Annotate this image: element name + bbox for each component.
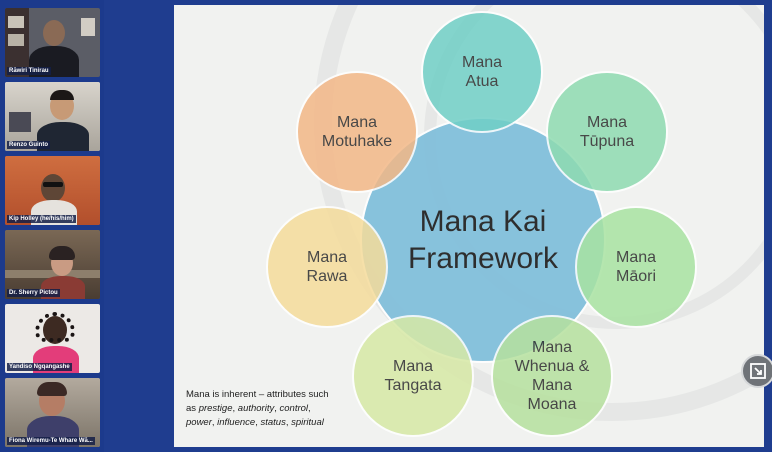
participant-name: Yandiso Ngqangashe xyxy=(7,363,72,371)
circle-mana-motuhake: Mana Motuhake xyxy=(296,71,418,193)
participant-gallery: Rāwiri Tinirau Renzo Guinto Kip Holley (… xyxy=(0,0,104,452)
participant-video xyxy=(41,174,65,202)
exit-fullscreen-icon xyxy=(750,363,766,379)
participant-name: Rāwiri Tinirau xyxy=(7,67,51,75)
participant-tile[interactable]: Renzo Guinto xyxy=(5,82,100,151)
center-circle-label: Mana Kai Framework xyxy=(407,205,558,275)
slide-footnote: Mana is inherent – attributes such as pr… xyxy=(186,389,329,428)
participant-video xyxy=(43,20,65,46)
circle-mana-whenua-moana: Mana Whenua & Mana Moana xyxy=(491,315,613,437)
shared-slide: Mana Kai Framework Mana Atua Mana Tūpuna… xyxy=(174,5,764,447)
participant-tile[interactable]: Dr. Sherry Pictou xyxy=(5,230,100,299)
participant-tile[interactable]: Fiona Wiremu-Te Whare Wā... xyxy=(5,378,100,447)
exit-fullscreen-button[interactable] xyxy=(741,354,772,388)
participant-tile[interactable]: Rāwiri Tinirau xyxy=(5,8,100,77)
circle-mana-tupuna: Mana Tūpuna xyxy=(546,71,668,193)
circle-mana-tangata: Mana Tangata xyxy=(352,315,474,437)
circle-mana-maori: Mana Māori xyxy=(575,206,697,328)
participant-name: Kip Holley (he/his/him) xyxy=(7,215,76,223)
circle-mana-atua: Mana Atua xyxy=(421,11,543,133)
participant-name: Fiona Wiremu-Te Whare Wā... xyxy=(7,437,95,445)
participant-tile[interactable]: Kip Holley (he/his/him) xyxy=(5,156,100,225)
participant-name: Dr. Sherry Pictou xyxy=(7,289,60,297)
circle-mana-rawa: Mana Rawa xyxy=(266,206,388,328)
participant-tile[interactable]: Yandiso Ngqangashe xyxy=(5,304,100,373)
participant-name: Renzo Guinto xyxy=(7,141,50,149)
